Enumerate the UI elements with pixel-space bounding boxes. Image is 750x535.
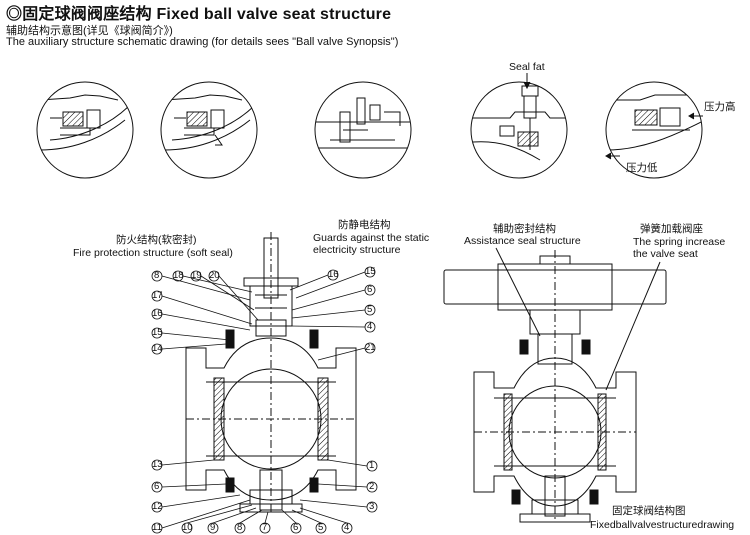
callout-number: 12 xyxy=(152,501,163,512)
callout-number: 6 xyxy=(367,284,373,295)
callout-number: 16 xyxy=(152,308,163,319)
callout-number: 9 xyxy=(210,522,216,533)
pressure-low-label: 压力低 xyxy=(626,162,658,174)
antistatic-cn: 防静电结构 xyxy=(338,219,391,231)
left-valve-drawing xyxy=(185,232,357,515)
drawing-caption-en: Fixedballvalvestructuredrawing xyxy=(590,519,735,531)
detail-circle-4 xyxy=(470,81,568,179)
fire-structure-en: Fire protection structure (soft seal) xyxy=(73,247,233,259)
subtitle-chinese: 辅助结构示意图(详见《球阀简介》) xyxy=(6,25,173,37)
callout-number: 6 xyxy=(154,481,160,492)
callout-number: 16 xyxy=(328,269,339,280)
spring-seat-cn: 弹簧加载阀座 xyxy=(640,223,703,235)
seal-fat-label: Seal fat xyxy=(509,61,545,73)
page-title: ◎固定球阀阀座结构 Fixed ball valve seat structur… xyxy=(6,6,392,23)
callout-number: 8 xyxy=(154,270,160,281)
assist-seal-en: Assistance seal structure xyxy=(464,235,581,247)
drawing-caption-cn: 固定球阀结构图 xyxy=(612,505,686,517)
callout-number: 18 xyxy=(173,270,184,281)
callout-number: 5 xyxy=(367,304,373,315)
callout-number: 21 xyxy=(365,342,376,353)
left-callouts xyxy=(151,266,378,534)
callout-number: 15 xyxy=(152,327,163,338)
callout-number: 17 xyxy=(152,290,163,301)
callout-number: 1 xyxy=(369,460,375,471)
callout-number: 10 xyxy=(182,522,193,533)
right-valve-drawing xyxy=(443,247,667,523)
callout-number: 14 xyxy=(152,343,163,354)
callout-number: 4 xyxy=(344,522,350,533)
antistatic-en-line2: electricity structure xyxy=(313,244,401,256)
subtitle-english: The auxiliary structure schematic drawin… xyxy=(6,36,399,48)
antistatic-en-line1: Guards against the static xyxy=(313,232,430,244)
callout-number: 5 xyxy=(318,522,324,533)
callout-number: 11 xyxy=(152,522,162,533)
detail-circle-3 xyxy=(314,81,412,179)
callout-number: 13 xyxy=(152,459,163,470)
assist-seal-cn: 辅助密封结构 xyxy=(493,223,556,235)
spring-seat-en-line2: the valve seat xyxy=(633,248,698,260)
spring-seat-en-line1: The spring increase xyxy=(633,236,726,248)
callout-number: 8 xyxy=(237,522,243,533)
callout-number: 15 xyxy=(365,266,376,277)
callout-number: 19 xyxy=(191,270,202,281)
callout-number: 6 xyxy=(293,522,299,533)
callout-number: 4 xyxy=(367,321,373,332)
detail-circle-1 xyxy=(36,81,134,179)
seal-fat-pointer xyxy=(523,73,531,90)
callout-number: 3 xyxy=(369,501,375,512)
callout-number: 7 xyxy=(262,522,268,533)
detail-circle-5 xyxy=(605,81,703,179)
callout-number: 2 xyxy=(369,481,375,492)
fire-structure-cn: 防火结构(软密封) xyxy=(116,234,197,246)
pressure-high-label: 压力高 xyxy=(704,101,736,113)
detail-circle-2 xyxy=(160,81,258,179)
callout-number: 20 xyxy=(209,270,220,281)
